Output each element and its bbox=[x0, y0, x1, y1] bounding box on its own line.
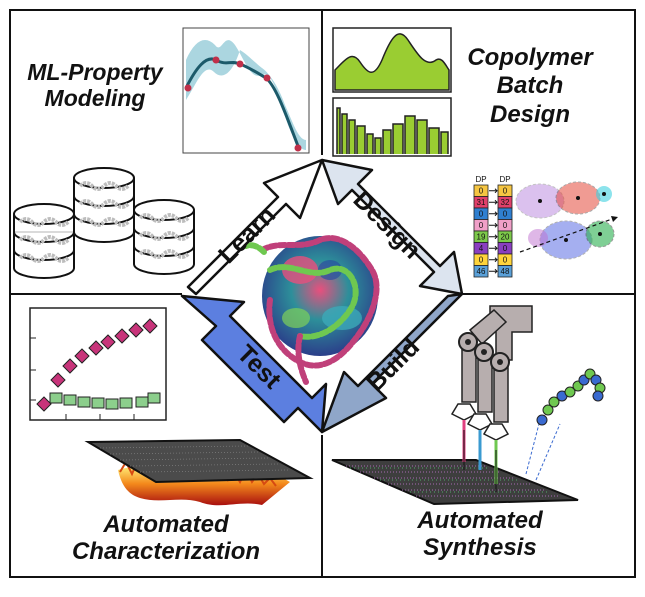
dp-arrow-head bbox=[494, 222, 498, 228]
characterization-plot bbox=[29, 307, 167, 421]
database-stack-left bbox=[13, 203, 75, 279]
dp-value: 4 bbox=[479, 244, 484, 253]
dp-value: 20 bbox=[501, 233, 510, 242]
square-marker bbox=[147, 392, 161, 404]
dp-value: 0 bbox=[479, 210, 484, 219]
diamond-marker bbox=[100, 334, 116, 350]
square-marker bbox=[105, 398, 119, 410]
dp-value: 31 bbox=[477, 198, 486, 207]
chain-bead bbox=[592, 390, 604, 402]
chain-bead bbox=[536, 414, 548, 426]
title-line: Modeling bbox=[44, 84, 146, 111]
dp-value: 0 bbox=[503, 256, 508, 265]
dp-table: DP DP 0 0 31 32 0 0 0 0 19 20 4 0 0 0 46 48 bbox=[473, 175, 513, 278]
robot-arm bbox=[450, 305, 533, 492]
database-stack-right bbox=[133, 199, 195, 275]
title-copolymer-batch-design: Copolymer Batch Design bbox=[462, 44, 598, 129]
diamond-marker bbox=[36, 396, 52, 412]
polymer-globule bbox=[243, 235, 380, 385]
title-line: ML-Property bbox=[27, 59, 163, 85]
synthesis-plate bbox=[331, 459, 579, 506]
gp-point bbox=[184, 84, 192, 92]
dp-arrow-head bbox=[494, 199, 498, 205]
dp-cell bbox=[473, 265, 489, 278]
uncertainty-band bbox=[186, 40, 306, 150]
title-line: Copolymer bbox=[467, 44, 593, 71]
title-ml-property-modeling: ML-Property Modeling bbox=[10, 59, 180, 112]
cluster-plot bbox=[515, 181, 618, 260]
chain-bead bbox=[548, 396, 560, 408]
dp-arrow-head bbox=[494, 234, 498, 240]
title-line: Design bbox=[489, 100, 570, 128]
dp-value: 0 bbox=[503, 210, 508, 219]
diamond-marker bbox=[62, 358, 78, 374]
dp-cell bbox=[497, 265, 513, 278]
square-marker bbox=[63, 394, 77, 406]
diamond-marker bbox=[88, 340, 104, 356]
square-marker bbox=[91, 397, 105, 409]
dp-arrow-head bbox=[494, 188, 498, 194]
square-marker bbox=[119, 397, 133, 409]
title-automated-characterization: Automated Characterization bbox=[40, 511, 292, 566]
chain-bead bbox=[542, 404, 554, 416]
test-arrow: Test bbox=[180, 294, 328, 434]
dp-header: DP bbox=[499, 175, 510, 184]
square-marker bbox=[135, 396, 149, 408]
diamond-marker bbox=[128, 322, 144, 338]
database-stack-middle bbox=[73, 167, 135, 243]
dp-value: 0 bbox=[479, 256, 484, 265]
diamond-marker bbox=[50, 372, 66, 388]
design-distribution-plot bbox=[332, 27, 452, 93]
title-line: Automated bbox=[103, 511, 229, 538]
dp-value: 32 bbox=[501, 198, 510, 207]
dp-value: 0 bbox=[503, 221, 508, 230]
diamond-marker bbox=[142, 318, 158, 334]
dp-value: 0 bbox=[503, 244, 508, 253]
diamond-marker bbox=[74, 348, 90, 364]
title-line: Automated bbox=[417, 507, 543, 534]
gp-model-plot bbox=[182, 27, 310, 154]
dp-value: 0 bbox=[503, 187, 508, 196]
dp-arrow-head bbox=[494, 211, 498, 217]
diamond-marker bbox=[114, 328, 130, 344]
title-line: Synthesis bbox=[423, 533, 537, 561]
dp-value: 0 bbox=[479, 221, 484, 230]
dp-arrow-head bbox=[494, 245, 498, 251]
dp-value: 0 bbox=[479, 187, 484, 196]
title-line: Characterization bbox=[71, 537, 261, 565]
title-automated-synthesis: Automated Synthesis bbox=[392, 507, 568, 562]
characterization-plate bbox=[84, 438, 314, 484]
dp-value: 19 bbox=[477, 233, 486, 242]
dp-arrow-head bbox=[494, 257, 498, 263]
dp-value: 48 bbox=[501, 267, 510, 276]
gp-point bbox=[236, 60, 244, 68]
dp-arrow-head bbox=[494, 268, 498, 274]
gp-point bbox=[294, 144, 302, 152]
design-histogram-plot bbox=[332, 97, 452, 157]
square-marker bbox=[77, 396, 91, 408]
polymer-chain bbox=[525, 368, 606, 481]
square-marker bbox=[49, 392, 63, 404]
chain-bead bbox=[564, 386, 576, 398]
dp-header: DP bbox=[475, 175, 486, 184]
gp-point bbox=[263, 74, 271, 82]
dp-value: 46 bbox=[477, 267, 486, 276]
title-line: Batch bbox=[496, 72, 564, 100]
gp-point bbox=[212, 56, 220, 64]
